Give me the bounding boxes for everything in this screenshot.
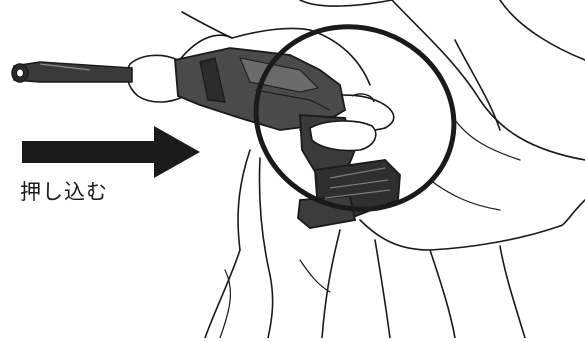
push-in-label: 押し込む	[20, 176, 108, 206]
right-arrow-icon	[22, 126, 200, 178]
